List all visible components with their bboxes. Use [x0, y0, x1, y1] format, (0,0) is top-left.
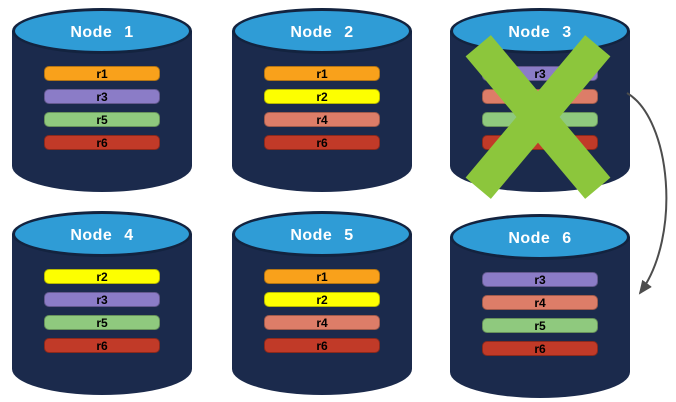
- node-1: Node 1 r1 r3 r5 r6: [12, 8, 192, 192]
- node-title: Node 5: [290, 227, 354, 244]
- cylinder-body: [450, 237, 630, 398]
- replica-bar: r6: [482, 341, 598, 356]
- replica-bar: r4: [482, 295, 598, 310]
- node-title: Node 6: [508, 230, 572, 247]
- replica-label: r6: [96, 338, 108, 353]
- replica-label: r4: [316, 315, 328, 330]
- replica-list: r1 r2 r4 r6: [264, 66, 380, 150]
- replica-bar: r3: [44, 292, 160, 307]
- replica-bar: r5: [44, 315, 160, 330]
- replica-label: r3: [96, 292, 108, 307]
- node-4: Node 4 r2 r3 r5 r6: [12, 211, 192, 395]
- replica-bar: r2: [44, 269, 160, 284]
- replica-bar: r6: [264, 135, 380, 150]
- node-title: Node 4: [70, 227, 134, 244]
- replica-bar: r5: [44, 112, 160, 127]
- node-5: Node 5 r1 r2 r4 r6: [232, 211, 412, 395]
- cylinder-top: Node 4: [12, 211, 192, 257]
- cylinder-top: Node 5: [232, 211, 412, 257]
- node-title: Node 3: [508, 24, 572, 41]
- cylinder-body: [12, 234, 192, 395]
- replica-label: r5: [534, 318, 546, 333]
- replica-label: r6: [316, 338, 328, 353]
- node-title: Node 1: [70, 24, 134, 41]
- replica-label: r1: [316, 66, 328, 81]
- replica-bar: r1: [264, 269, 380, 284]
- replica-label: r5: [96, 112, 108, 127]
- replica-bar: r2: [264, 89, 380, 104]
- replica-bar: r3: [44, 89, 160, 104]
- replica-label: r1: [96, 66, 108, 81]
- replica-bar: r2: [264, 292, 380, 307]
- replica-bar: r1: [44, 66, 160, 81]
- replica-list: r1 r3 r5 r6: [44, 66, 160, 150]
- cylinder-body: [232, 234, 412, 395]
- node-6: Node 6 r3 r4 r5 r6: [450, 214, 630, 398]
- replica-bar: r6: [44, 135, 160, 150]
- replica-list: r3 r4 r5 r6: [482, 272, 598, 356]
- node-3: Node 3 r3: [450, 8, 630, 199]
- failure-x-icon: [465, 35, 611, 199]
- replica-bar: r1: [264, 66, 380, 81]
- replica-bar: r4: [264, 315, 380, 330]
- replica-label: r3: [534, 272, 546, 287]
- replica-list: r2 r3 r5 r6: [44, 269, 160, 353]
- cylinder-body: [232, 31, 412, 192]
- cylinder-top: Node 1: [12, 8, 192, 54]
- arrow-curve: [626, 92, 668, 295]
- replica-list: r1 r2 r4 r6: [264, 269, 380, 353]
- cylinder-top: Node 2: [232, 8, 412, 54]
- node-2: Node 2 r1 r2 r4 r6: [232, 8, 412, 192]
- replica-label: r6: [534, 341, 546, 356]
- replica-bar: r4: [264, 112, 380, 127]
- replica-bar: r6: [264, 338, 380, 353]
- replica-bar: r5: [482, 318, 598, 333]
- replica-label: r6: [96, 135, 108, 150]
- cylinder-body: [12, 31, 192, 192]
- replica-label: r4: [316, 112, 328, 127]
- replica-label: r2: [316, 89, 328, 104]
- replica-label: r1: [316, 269, 328, 284]
- replica-label: r5: [96, 315, 108, 330]
- node-title: Node 2: [290, 24, 354, 41]
- replica-bar: r3: [482, 272, 598, 287]
- replica-label: r3: [96, 89, 108, 104]
- cylinder-top: Node 6: [450, 214, 630, 260]
- replica-label: r4: [534, 295, 546, 310]
- replica-label: r6: [316, 135, 328, 150]
- replica-label: r3: [534, 66, 546, 81]
- replica-label: r2: [96, 269, 108, 284]
- replica-bar: r6: [44, 338, 160, 353]
- replica-label: r2: [316, 292, 328, 307]
